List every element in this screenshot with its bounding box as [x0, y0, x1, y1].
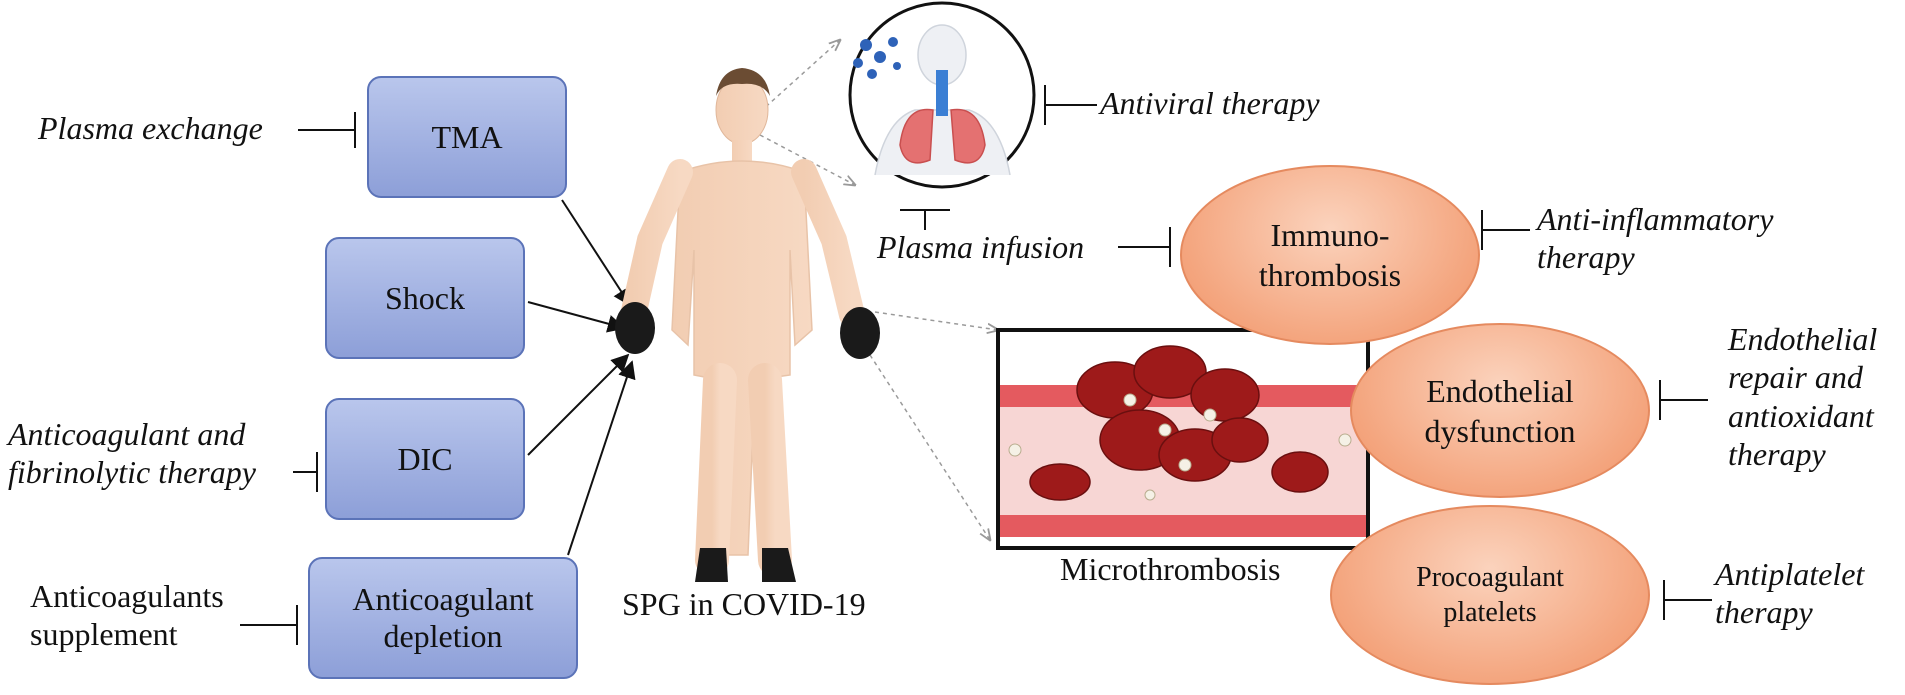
anticoagulant-depletion-label: Anticoagulant depletion	[352, 581, 534, 654]
microthrombosis-panel	[996, 328, 1370, 550]
arrow-shock-to-hand	[527, 301, 626, 333]
shock-box: Shock	[325, 237, 525, 359]
left-shoe-icon	[695, 548, 728, 582]
left-inhibitors	[240, 112, 356, 645]
shock-label: Shock	[385, 279, 465, 316]
anticoagulants-supplement-label: Anticoagulants supplement	[30, 578, 224, 653]
platelet-icons	[1008, 393, 1352, 501]
endothelial-dysfunction-ellipse: Endothelial dysfunction	[1350, 323, 1650, 498]
endothelial-dysfunction-label: Endothelial dysfunction	[1424, 372, 1576, 449]
dic-box: DIC	[325, 398, 525, 520]
microthrombosis-caption: Microthrombosis	[1060, 551, 1281, 587]
anticoagulant-fibrinolytic-label: Anticoagulant and fibrinolytic therapy	[8, 416, 256, 491]
immunothrombosis-ellipse: Immuno- thrombosis	[1180, 165, 1480, 345]
spg-caption: SPG in COVID-19	[622, 586, 866, 622]
plasma-infusion-label: Plasma infusion	[877, 229, 1085, 265]
right-shoe-icon	[762, 548, 796, 582]
human-body-figure	[615, 68, 880, 582]
antiplatelet-label: Antiplatelet therapy	[1715, 556, 1865, 631]
virus-icon	[853, 37, 901, 79]
left-glove-icon	[615, 302, 655, 354]
tma-label: TMA	[431, 118, 503, 155]
endothelial-repair-label: Endothelial repair and antioxidant thera…	[1728, 321, 1878, 473]
right-inhibitors	[900, 85, 1712, 620]
procoagulant-platelets-label: Procoagulant platelets	[1416, 562, 1564, 628]
anti-inflammatory-label: Anti-inflammatory therapy	[1537, 201, 1774, 276]
clot-icon	[1029, 345, 1329, 501]
anticoagulant-depletion-box: Anticoagulant depletion	[308, 557, 578, 679]
tma-box: TMA	[367, 76, 567, 198]
plasma-exchange-label: Plasma exchange	[38, 110, 263, 146]
dic-label: DIC	[397, 440, 453, 477]
lungs-inset	[848, 1, 1036, 189]
antiviral-therapy-label: Antiviral therapy	[1100, 85, 1320, 121]
inhibition-arrows	[527, 199, 636, 556]
arrow-dic-to-hand	[527, 353, 630, 456]
arrow-tma-to-hand	[561, 199, 631, 307]
procoagulant-platelets-ellipse: Procoagulant platelets	[1330, 505, 1650, 685]
arrow-depletion-to-hand	[567, 360, 636, 556]
dotted-leaders	[759, 40, 998, 540]
right-glove-icon	[840, 307, 880, 359]
immunothrombosis-label: Immuno- thrombosis	[1258, 217, 1402, 293]
